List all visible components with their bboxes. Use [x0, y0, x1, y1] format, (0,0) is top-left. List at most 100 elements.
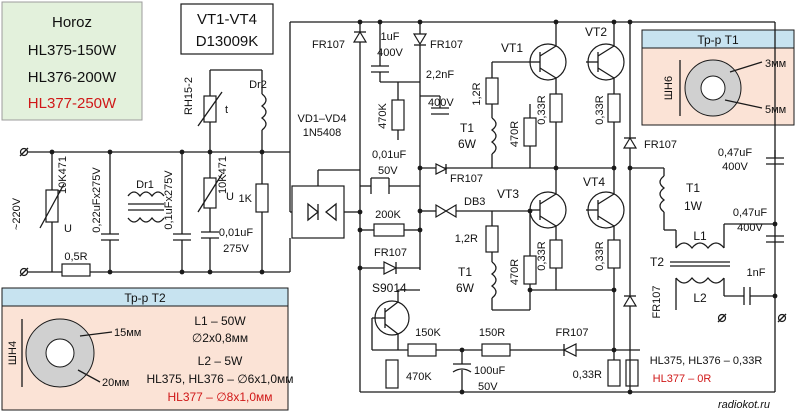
- fr107-e-label: FR107: [555, 327, 588, 339]
- c22nf-v-label: 400V: [428, 97, 454, 109]
- r033-2-label: 0,33R: [594, 95, 606, 124]
- r033-5-label: 0,33R: [573, 369, 602, 381]
- t2-dim-w: 15мм: [114, 327, 141, 339]
- resistor-470k-b: [385, 359, 399, 389]
- l2-coil: [675, 276, 725, 284]
- t2-l2-line3: HL377 – ∅8x1,0мм: [167, 390, 272, 404]
- c100uf-label: 100uF: [474, 365, 505, 377]
- resistor-12r-a: [485, 77, 499, 105]
- bridge-rectifier: VD1–VD4 1N5408: [289, 113, 360, 272]
- diode-fr107-g: [622, 294, 638, 307]
- c001-label: 0,01uF: [219, 227, 254, 239]
- resistor-200k: [373, 223, 405, 237]
- junction-dots: [49, 19, 778, 395]
- model-line-2: HL376-200W: [28, 69, 117, 86]
- varistor-in-label: 10K471: [57, 156, 69, 194]
- vt3-label: VT3: [497, 187, 519, 201]
- r033-1-label: 0,33R: [536, 95, 548, 124]
- t1-c2-label: 1W: [684, 199, 703, 213]
- resistor-033r-2: [607, 93, 621, 123]
- trigger-section: 0,01uF 50V FR107 DB3 200K FR107: [360, 149, 530, 275]
- varistor2-label: 10K471: [217, 156, 229, 194]
- c22nf-label: 2,2nF: [426, 69, 454, 81]
- resistor-033r-1: [549, 93, 563, 123]
- t1-transformer-box: Тр-р Т1 ШН6 3мм 5мм: [641, 29, 795, 126]
- c047-a-v-label: 400V: [722, 161, 748, 173]
- bridge-label-2: 1N5408: [303, 127, 342, 139]
- dr1-label: Dr1: [136, 179, 154, 191]
- r470k-a-label: 470K: [377, 102, 389, 128]
- r470k-b-label: 470K: [406, 371, 432, 383]
- vt4-label: VT4: [583, 175, 605, 189]
- fr107-a-label: FR107: [312, 39, 345, 51]
- protection-section: S9014 150K 150R FR107 470K 100uF 50V 0,3…: [371, 281, 640, 393]
- bridge-label-1: VD1–VD4: [298, 113, 347, 125]
- mains-label: ~220V: [11, 197, 23, 230]
- output-section: FR107 FR107 0,47uF 400V 0,47uF 400V T1 1…: [622, 22, 787, 411]
- c047-a-label: 0,47uF: [718, 147, 753, 159]
- r033-3-label: 0,33R: [536, 241, 548, 270]
- ntc-label: RH15-2: [183, 77, 195, 115]
- resistor-150k: [407, 343, 437, 357]
- resistor-470r-b: [523, 255, 537, 285]
- cap-x1-label: 0,22uFx275V: [91, 167, 103, 233]
- fuse-label: 0,5R: [64, 251, 87, 263]
- transistor-type-box: VT1-VT4 D13009K: [180, 3, 274, 55]
- diode-fr107-a: [352, 30, 368, 43]
- model-line-3: HL377-250W: [28, 95, 117, 112]
- t1-a2-label: 6W: [458, 137, 477, 151]
- r1k-label: 1K: [239, 193, 253, 205]
- c275-label: 275V: [223, 243, 249, 255]
- watermark: radiokot.ru: [718, 399, 770, 411]
- c047-b-label: 0,47uF: [733, 207, 768, 219]
- bridge-symbol: [307, 202, 337, 222]
- t2-l2-line1: L2 – 5W: [198, 354, 243, 368]
- t2-l1-line2: ∅2x0,8мм: [192, 331, 248, 345]
- top-diodes: FR107 FR107 1uF 400V 2,2nF 400V 470K: [312, 22, 463, 168]
- diode-fr107-b: [412, 33, 428, 46]
- power-rails: [289, 21, 776, 393]
- l1-coil: [675, 242, 725, 250]
- diode-fr107-e: [562, 343, 577, 357]
- fr107-b-label: FR107: [430, 39, 463, 51]
- note-a: HL375, HL376 – 0,33R: [650, 355, 763, 367]
- fr107-f-label: FR107: [644, 139, 677, 151]
- resistor-033r-5: [607, 359, 621, 387]
- c100uf-v-label: 50V: [478, 381, 498, 393]
- r200k-label: 200K: [375, 209, 401, 221]
- ntc-t: t: [225, 104, 228, 116]
- r150k-label: 150K: [415, 327, 441, 339]
- brand-label: Horoz: [52, 14, 92, 31]
- resistor-470k-a: [391, 99, 405, 131]
- c1nf-label: 1nF: [747, 267, 766, 279]
- c001-2-label: 0,01uF: [372, 149, 407, 161]
- s9014-label: S9014: [372, 281, 407, 295]
- t2-label: T2: [650, 255, 664, 269]
- c047-b-v-label: 400V: [737, 222, 763, 234]
- l1-label: L1: [693, 229, 707, 243]
- t1-winding-a: [490, 117, 497, 155]
- note-b: HL377 – 0R: [653, 373, 712, 385]
- upper-transistors: VT1 VT2 0,33R 0,33R 1,2R 470R T1 6W: [420, 22, 625, 169]
- l2-label: L2: [693, 291, 707, 305]
- r12-a-label: 1,2R: [471, 82, 483, 105]
- resistor-470r-a: [523, 117, 537, 147]
- resistor-150r: [481, 343, 511, 357]
- resistor-033r-4: [607, 239, 621, 269]
- fr107-g-label: FR107: [651, 285, 663, 318]
- dr2-coil: [260, 93, 267, 131]
- r470-b-label: 470R: [509, 259, 521, 285]
- t1-dim-h: ШН6: [663, 76, 675, 100]
- r470-a-label: 470R: [509, 121, 521, 147]
- transistor-line-1: VT1-VT4: [197, 11, 257, 28]
- diode-fr107-c: [435, 163, 448, 175]
- vt1-label: VT1: [501, 41, 523, 55]
- varistor-in-u: U: [64, 223, 72, 235]
- dr1-coil-bottom: [127, 216, 165, 223]
- diode-fr107-d: [383, 261, 398, 275]
- lower-transistors: VT3 VT4 0,33R 0,33R 1,2R 470R T1 6W: [455, 168, 625, 311]
- model-title-box: Horoz HL375-150W HL376-200W HL377-250W: [1, 1, 143, 121]
- fr107-c-label: FR107: [450, 173, 483, 185]
